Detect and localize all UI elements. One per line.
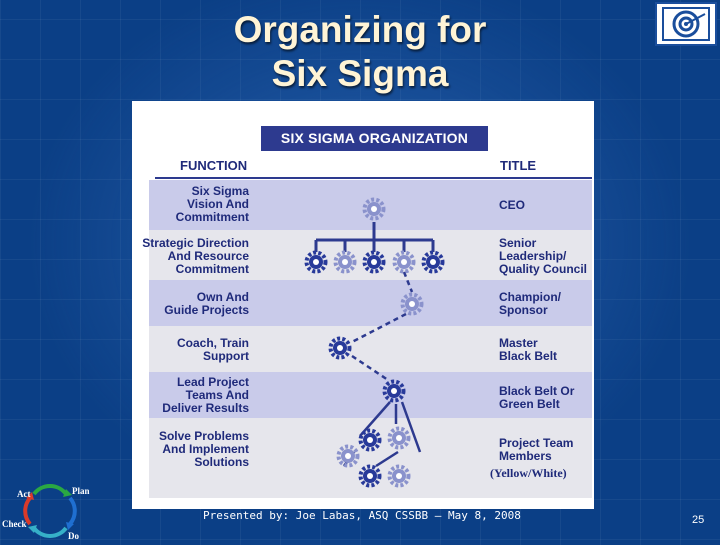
row-band — [149, 372, 592, 418]
row-band — [149, 280, 592, 326]
target-logo-icon — [655, 2, 717, 46]
pdca-check-label: Check — [2, 519, 27, 529]
slide-title: Organizing for Six Sigma — [160, 8, 560, 96]
pdca-act-label: Act — [17, 489, 31, 499]
title-label-3: Champion/Sponsor — [499, 290, 561, 317]
title-line-2: Six Sigma — [271, 53, 449, 94]
pdca-cycle-icon: Act Plan Check Do — [0, 482, 100, 541]
org-banner: SIX SIGMA ORGANIZATION — [261, 126, 488, 151]
team-note: (Yellow/White) — [490, 466, 567, 480]
row-band — [149, 418, 592, 498]
pdca-do-label: Do — [68, 531, 79, 541]
pdca-plan-label: Plan — [72, 486, 90, 496]
title-header: TITLE — [500, 158, 537, 173]
function-header: FUNCTION — [180, 158, 248, 173]
footer-text: Presented by: Joe Labas, ASQ CSSBB – May… — [203, 509, 521, 522]
page-number: 25 — [692, 514, 705, 526]
title-line-1: Organizing for — [233, 9, 487, 50]
title-label-1: CEO — [499, 198, 526, 212]
